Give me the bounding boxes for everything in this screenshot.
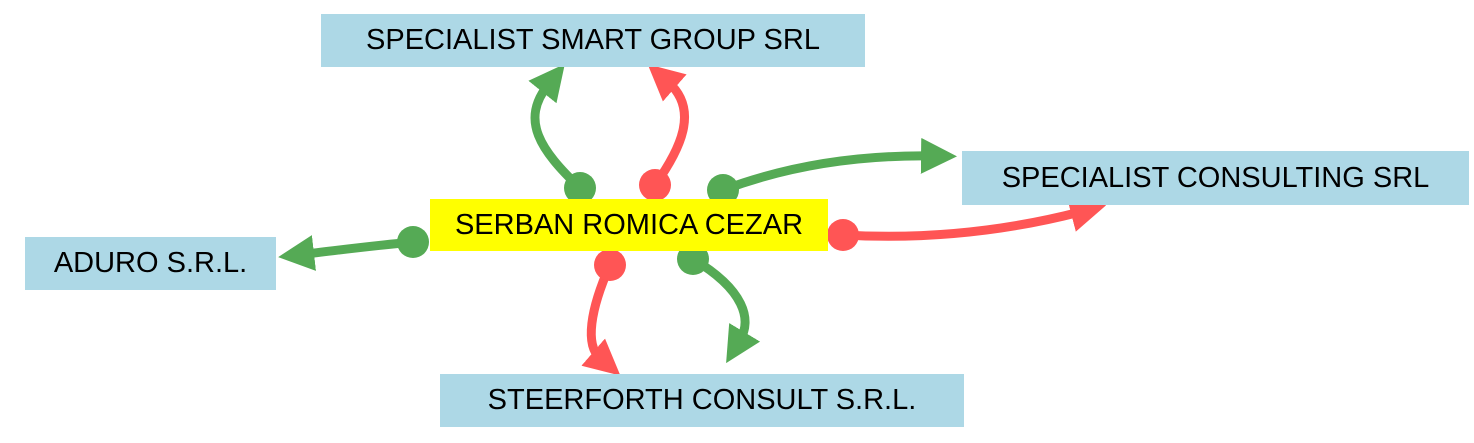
node-serban-romica-cezar[interactable]: SERBAN ROMICA CEZAR xyxy=(430,199,828,251)
edge-origin-dot xyxy=(827,219,859,251)
edge-origin-dot xyxy=(707,174,739,206)
edge-origin-dot xyxy=(677,243,709,275)
edge-center-to-top-green xyxy=(528,63,585,193)
node-specialist-smart-group[interactable]: SPECIALIST SMART GROUP SRL xyxy=(321,14,865,67)
edge-center-to-right-green xyxy=(718,137,957,195)
edge-origin-dot xyxy=(639,169,671,201)
edge-center-to-top-red xyxy=(647,64,689,190)
edge-center-to-left-green xyxy=(278,235,418,271)
edge-center-to-right-red xyxy=(838,196,1107,241)
node-specialist-consulting[interactable]: SPECIALIST CONSULTING SRL xyxy=(962,151,1469,205)
edge-origin-dot xyxy=(594,249,626,281)
edge-origin-dot xyxy=(564,172,596,204)
node-steerforth-consult[interactable]: STEERFORTH CONSULT S.R.L. xyxy=(440,374,964,427)
node-aduro[interactable]: ADURO S.R.L. xyxy=(25,237,276,290)
edge-center-to-bottom-green xyxy=(688,254,761,364)
edge-origin-dot xyxy=(397,226,429,258)
